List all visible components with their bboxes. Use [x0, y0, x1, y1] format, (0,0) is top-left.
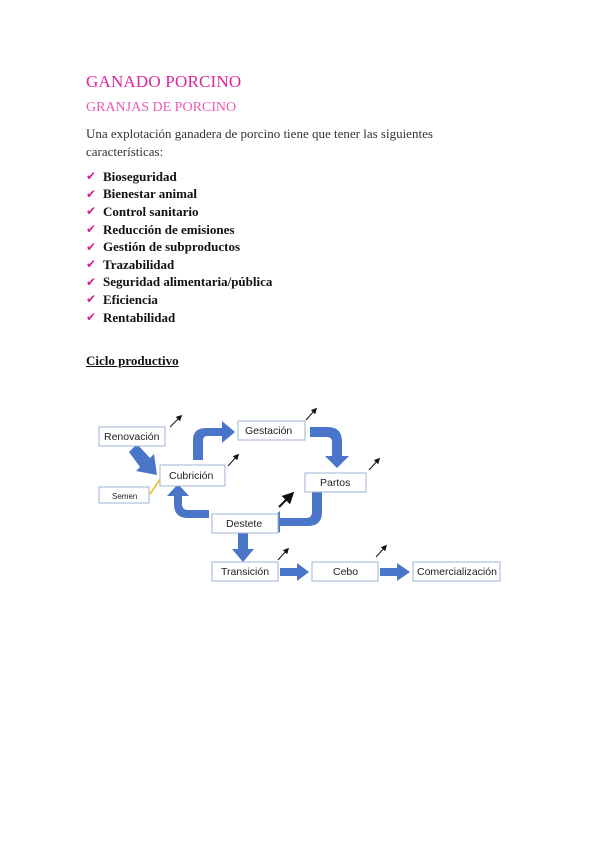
- node-renovacion-box: [98, 426, 166, 447]
- list-item: ✔Bioseguridad: [86, 168, 177, 184]
- check-icon: ✔: [86, 222, 97, 237]
- list-item: ✔Gestión de subproductos: [86, 239, 241, 255]
- annotation-arrows: [169, 407, 388, 561]
- node-cubricion-box: [159, 464, 226, 487]
- list-item: ✔Reducción de emisiones: [86, 221, 235, 237]
- document-subtitle: GRANJAS DE PORCINO: [86, 100, 237, 115]
- node-semen-box: [98, 486, 150, 504]
- check-icon: ✔: [86, 186, 97, 201]
- document-title: GANADO PORCINO: [86, 72, 242, 91]
- node-semen: Semen: [112, 492, 137, 501]
- node-renovacion: Renovación: [104, 431, 160, 443]
- node-gestacion-box: [237, 420, 306, 441]
- check-icon: ✔: [86, 204, 97, 219]
- node-partos: Partos: [320, 477, 350, 489]
- small-arrow: [375, 544, 388, 558]
- node-destete-box: [211, 513, 279, 534]
- node-transicion: Transición: [221, 566, 269, 578]
- arrow-destete-cubricion: [167, 484, 209, 518]
- check-icon: ✔: [86, 239, 97, 254]
- list-item: ✔Control sanitario: [86, 203, 199, 219]
- list-item: ✔Rentabilidad: [86, 309, 176, 325]
- arrow-semen-cubricion: [149, 477, 162, 495]
- small-arrow: [278, 491, 295, 508]
- check-icon: ✔: [86, 257, 97, 272]
- list-item: ✔Trazabilidad: [86, 256, 175, 272]
- arrow-transicion-cebo: [280, 563, 309, 581]
- arrow-renovacion-cubricion: [129, 444, 157, 475]
- section-heading: Ciclo productivo: [86, 353, 179, 368]
- node-destete: Destete: [226, 518, 262, 530]
- small-arrow: [368, 457, 381, 471]
- node-transicion-box: [211, 561, 279, 582]
- flow-arrows: [129, 421, 410, 581]
- node-cebo-box: [311, 561, 379, 582]
- node-comercializacion-box: [412, 561, 501, 582]
- arrow-gestacion-partos: [310, 427, 349, 468]
- check-icon: ✔: [86, 169, 97, 184]
- node-cubricion: Cubrición: [169, 470, 214, 482]
- small-arrow: [277, 547, 290, 561]
- check-icon: ✔: [86, 292, 97, 307]
- node-boxes: [98, 420, 501, 582]
- small-arrow: [169, 414, 183, 428]
- arrow-partos-destete: [268, 492, 322, 533]
- check-icon: ✔: [86, 274, 97, 289]
- arrow-cebo-comercializacion: [380, 563, 410, 581]
- small-arrow: [305, 407, 318, 421]
- intro-paragraph: Una explotación ganadera de porcino tien…: [86, 126, 433, 159]
- node-cebo: Cebo: [333, 566, 358, 578]
- characteristics-list: ✔Bioseguridad ✔Bienestar animal ✔Control…: [86, 168, 272, 326]
- check-icon: ✔: [86, 310, 97, 325]
- node-partos-box: [304, 472, 367, 493]
- small-arrow: [227, 453, 240, 467]
- list-item: ✔Seguridad alimentaria/pública: [86, 274, 273, 290]
- arrow-destete-transicion: [232, 533, 254, 562]
- arrow-cubricion-gestacion: [193, 421, 235, 460]
- list-item: ✔Bienestar animal: [86, 186, 198, 202]
- node-comercializacion: Comercialización: [417, 566, 497, 578]
- node-gestacion: Gestación: [245, 425, 292, 437]
- list-item: ✔Eficiencia: [86, 291, 158, 307]
